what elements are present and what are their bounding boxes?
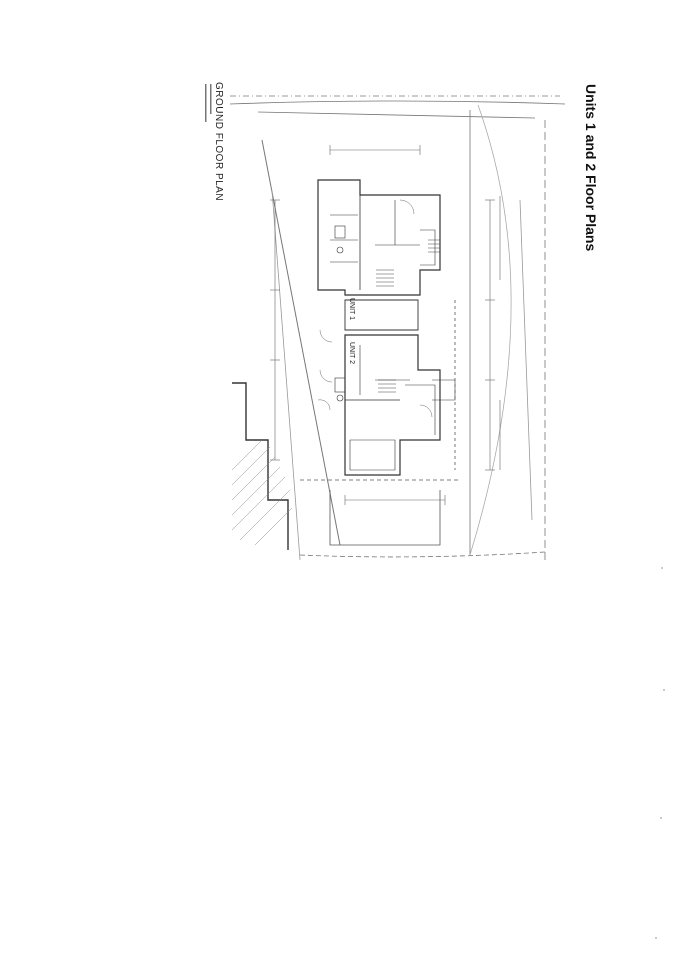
scale-note [205,84,212,122]
unit-1-label: UNIT 1 [348,298,355,320]
hatched-area [231,439,293,546]
driveway-lines [300,300,460,546]
unit-2-label: UNIT 2 [348,342,355,364]
scan-specks [655,567,665,939]
page-heading: Units 1 and 2 Floor Plans [583,84,599,251]
plan-title: GROUND FLOOR PLAN [213,82,224,201]
door-swings [317,199,433,418]
adjacent-building [232,382,289,550]
dimension-lines [270,145,501,505]
stairs [376,239,440,393]
unit-1-plan [317,179,441,331]
site-boundary-lines [229,95,566,561]
